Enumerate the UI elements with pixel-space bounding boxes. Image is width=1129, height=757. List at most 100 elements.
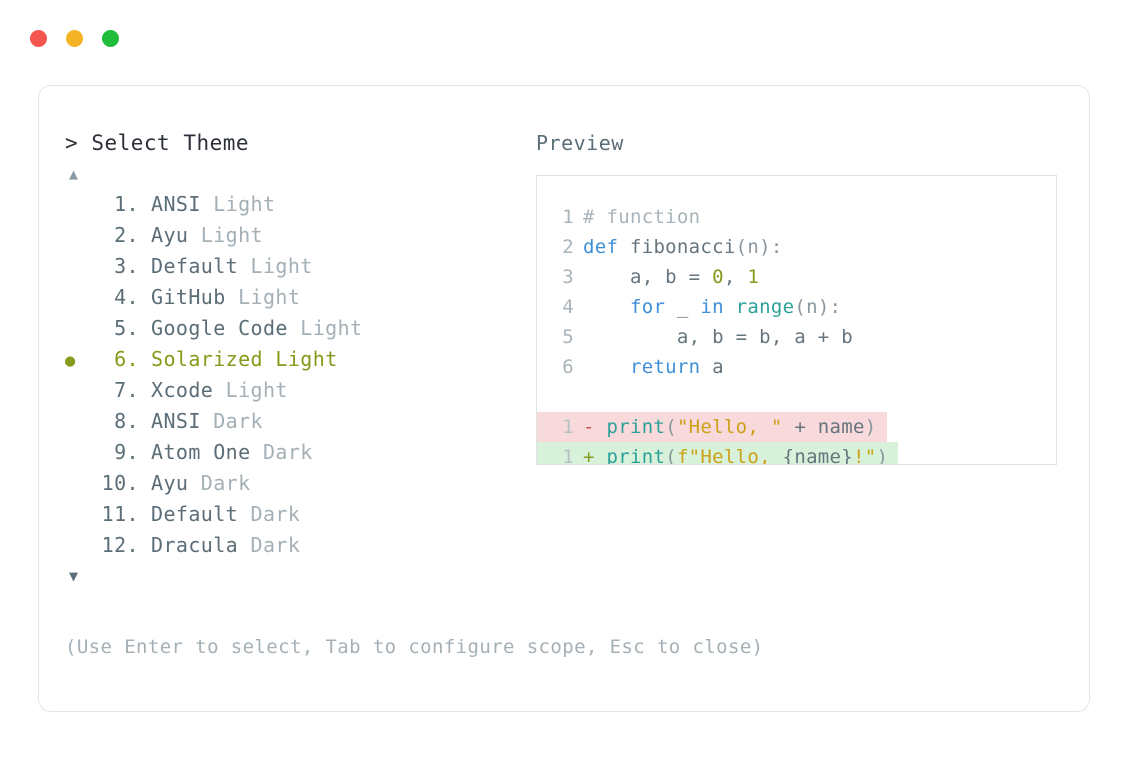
theme-item-variant: Dark <box>200 409 263 433</box>
code-token: print <box>606 416 666 438</box>
line-number: 1 <box>562 206 574 228</box>
code-token: for <box>629 296 666 318</box>
code-line-text: return a <box>583 352 724 382</box>
code-line: 5 a, b = b, a + b <box>537 322 1056 352</box>
theme-list-item[interactable]: 2. Ayu Light <box>65 220 535 251</box>
code-token: ( <box>665 416 677 438</box>
code-token: ( <box>665 446 677 465</box>
code-line-text: a, b = 0, 1 <box>583 262 759 292</box>
window-controls <box>30 30 119 47</box>
theme-list-item[interactable]: 12. Dracula Dark <box>65 530 535 561</box>
diff-plus-marker: + <box>583 446 607 465</box>
theme-list-item[interactable]: 11.Default Dark <box>65 499 535 530</box>
theme-item-name: Ayu Dark <box>151 471 251 495</box>
code-token: # function <box>583 206 701 228</box>
code-token: "Hello, " <box>676 416 783 438</box>
theme-item-variant: Dark <box>238 502 301 526</box>
theme-item-variant: Dark <box>238 533 301 557</box>
theme-list-item[interactable]: 4.GitHub Light <box>65 282 535 313</box>
theme-item-name: Default Light <box>151 254 313 278</box>
theme-item-name: Ayu Light <box>151 223 263 247</box>
theme-item-name: Dracula Dark <box>151 533 301 557</box>
selected-bullet-icon: ● <box>65 351 76 371</box>
theme-item-name: Xcode Light <box>151 378 288 402</box>
theme-item-index: 3. <box>114 254 139 278</box>
line-number: 6 <box>562 356 574 378</box>
code-token: !" <box>853 446 877 465</box>
diff-line-text: + print(f"Hello, {name}!") <box>583 442 899 465</box>
prompt-line: > Select Theme <box>65 129 535 157</box>
code-token <box>724 296 736 318</box>
code-token <box>583 356 630 378</box>
code-token: a, b = b, a + b <box>583 326 853 348</box>
diff-sample: 1- print("Hello, " + name)1+ print(f"Hel… <box>537 412 1056 465</box>
code-spacer <box>537 382 1056 412</box>
code-line: 2 def fibonacci(n): <box>537 232 1056 262</box>
code-token: def <box>583 236 630 258</box>
code-line-text: # function <box>583 202 700 232</box>
code-token: fibonacci <box>629 236 736 258</box>
theme-selection-panel: > Select Theme ▲ 1.ANSI Light 2. Ayu Light… <box>65 129 535 587</box>
code-line: 3 a, b = 0, 1 <box>537 262 1056 292</box>
line-number: 1 <box>537 412 583 442</box>
theme-list-item[interactable]: 8. ANSI Dark <box>65 406 535 437</box>
line-number: 3 <box>562 266 574 288</box>
code-line: 6 return a <box>537 352 1056 382</box>
theme-list: 1.ANSI Light 2. Ayu Light 3. Default Light 4.… <box>65 189 535 561</box>
minimize-window-button[interactable] <box>66 30 83 47</box>
theme-item-index: 8. <box>114 409 139 433</box>
close-window-button[interactable] <box>30 30 47 47</box>
code-token: in <box>700 296 724 318</box>
line-number: 1 <box>537 442 583 464</box>
theme-item-index: 12. <box>101 533 139 557</box>
theme-item-variant: Dark <box>250 440 313 464</box>
theme-item-name: GitHub Light <box>151 285 301 309</box>
theme-item-name: ANSI Dark <box>151 409 263 433</box>
line-number: 2 <box>562 236 574 258</box>
theme-item-name: ANSI Light <box>151 192 276 216</box>
theme-list-item[interactable]: 1.ANSI Light <box>65 189 535 220</box>
code-token: (n): <box>794 296 842 318</box>
code-token: ) <box>876 446 889 465</box>
scroll-down-arrow-icon[interactable]: ▼ <box>69 567 79 585</box>
code-token: (n): <box>735 236 783 258</box>
code-line-text: a, b = b, a + b <box>583 322 853 352</box>
code-token: f"Hello, <box>676 446 783 465</box>
code-token: a <box>700 356 724 378</box>
theme-item-variant: Dark <box>188 471 251 495</box>
theme-item-variant: Light <box>213 378 288 402</box>
theme-item-name: Atom One Dark <box>151 440 313 464</box>
theme-item-variant: Light <box>262 347 338 371</box>
theme-item-index: 5. <box>114 316 139 340</box>
theme-item-index: 7. <box>114 378 139 402</box>
prompt-title: Select Theme <box>91 131 250 155</box>
theme-item-index: 9. <box>114 440 139 464</box>
diff-minus-marker: - <box>583 416 607 438</box>
maximize-window-button[interactable] <box>102 30 119 47</box>
theme-item-index: 10. <box>101 471 139 495</box>
theme-item-name: Google Code Light <box>151 316 363 340</box>
code-token: print <box>606 446 666 465</box>
code-token: _ <box>665 296 701 318</box>
theme-item-name: Default Dark <box>151 502 301 526</box>
theme-list-item[interactable]: 10. Ayu Dark <box>65 468 535 499</box>
code-token: 0 <box>712 266 724 288</box>
code-token: range <box>735 296 795 318</box>
theme-list-item[interactable]: 7. Xcode Light <box>65 375 535 406</box>
theme-list-item[interactable]: 9. Atom One Dark <box>65 437 535 468</box>
code-line: 1 # function <box>537 202 1056 232</box>
theme-item-index: 6. <box>114 347 139 371</box>
preview-label: Preview <box>536 131 624 155</box>
theme-item-index: 2. <box>114 223 139 247</box>
theme-item-variant: Light <box>238 254 313 278</box>
theme-list-item[interactable]: 3. Default Light <box>65 251 535 282</box>
code-line: 4 for _ in range(n): <box>537 292 1056 322</box>
theme-list-item[interactable]: 5. Google Code Light <box>65 313 535 344</box>
keyboard-hint: (Use Enter to select, Tab to configure s… <box>65 636 764 658</box>
line-number: 5 <box>562 326 574 348</box>
scroll-up-arrow-icon[interactable]: ▲ <box>69 165 79 183</box>
theme-list-item[interactable]: ●6.Solarized Light <box>65 344 535 375</box>
